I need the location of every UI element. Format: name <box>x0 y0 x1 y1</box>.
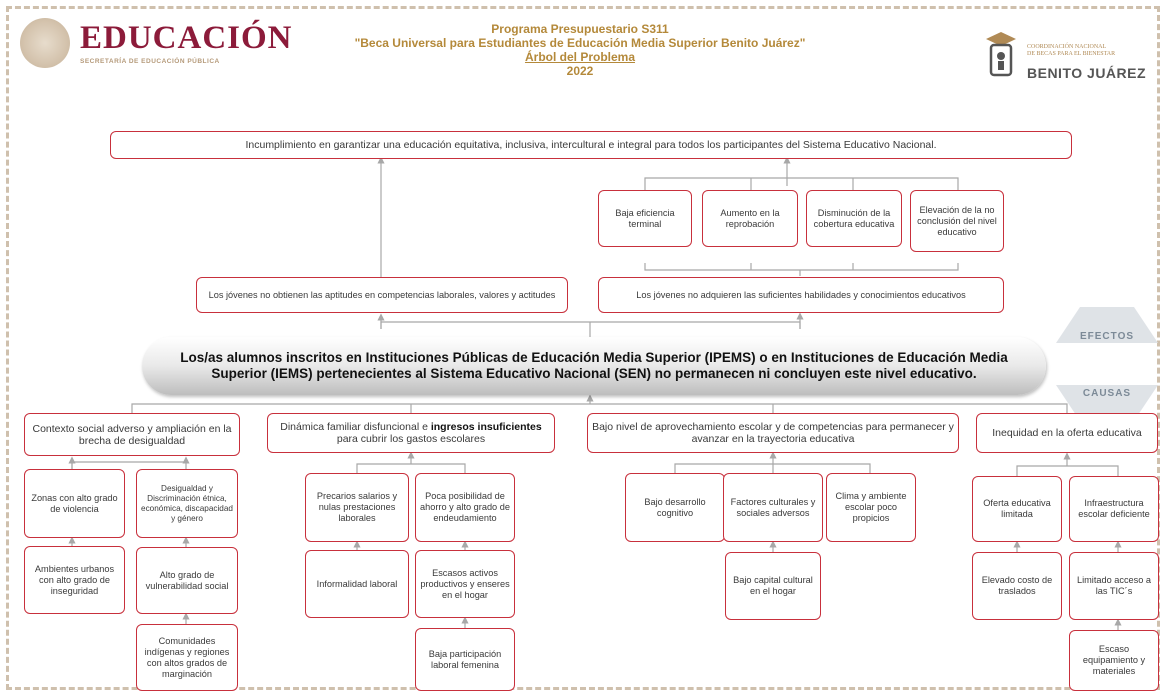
effect-sub-box: Disminución de la cobertura educativa <box>806 190 902 247</box>
brand-subtitle: SECRETARÍA DE EDUCACIÓN PÚBLICA <box>80 58 220 65</box>
cause-box-4: Inequidad en la oferta educativa <box>976 413 1158 453</box>
graduation-cap-icon <box>986 32 1016 77</box>
effect-mid-left-box: Los jóvenes no obtienen las aptitudes en… <box>196 277 568 313</box>
cause-sub-box: Factores culturales y sociales adversos <box>723 473 823 542</box>
cause-sub-box: Bajo desarrollo cognitivo <box>625 473 725 542</box>
causes-label: CAUSAS <box>1082 388 1132 399</box>
cause-sub-box: Elevado costo de traslados <box>972 552 1062 620</box>
brand-word: EDUCACIÓN <box>80 20 293 56</box>
year: 2022 <box>566 64 594 78</box>
cause-sub-box: Desigualdad y Discriminación étnica, eco… <box>136 469 238 538</box>
top-effect-box: Incumplimiento en garantizar una educaci… <box>110 131 1072 159</box>
effect-sub-box: Aumento en la reprobación <box>702 190 798 247</box>
cause-box-2: Dinámica familiar disfuncional e ingreso… <box>267 413 555 453</box>
effect-sub-box: Elevación de la no conclusión del nivel … <box>910 190 1004 252</box>
bj-small-text: COORDINACIÓN NACIONAL DE BECAS PARA EL B… <box>1027 44 1116 57</box>
cause-sub-box: Alto grado de vulnerabilidad social <box>136 547 238 614</box>
cause-sub-box: Zonas con alto grado de violencia <box>24 469 125 538</box>
cause-sub-box: Baja participación laboral femenina <box>415 628 515 691</box>
cause-sub-box: Clima y ambiente escolar poco propicios <box>826 473 916 542</box>
educacion-logo: EDUCACIÓN SECRETARÍA DE EDUCACIÓN PÚBLIC… <box>20 18 292 74</box>
cause-sub-box: Informalidad laboral <box>305 550 409 618</box>
effect-sub-box: Baja eficiencia terminal <box>598 190 692 247</box>
cause-sub-box: Ambientes urbanos con alto grado de inse… <box>24 546 125 614</box>
program-name: "Beca Universal para Estudiantes de Educ… <box>354 36 806 50</box>
central-problem: Los/as alumnos inscritos en Institucione… <box>142 337 1046 395</box>
bj-name: BENITO JUÁREZ <box>1027 65 1147 81</box>
cause-sub-box: Escasos activos productivos y enseres en… <box>415 550 515 618</box>
cause-sub-box: Poca posibilidad de ahorro y alto grado … <box>415 473 515 542</box>
cause-sub-box: Bajo capital cultural en el hogar <box>725 552 821 620</box>
diagram-title: Árbol del Problema <box>524 50 636 64</box>
cause-box-1: Contexto social adverso y ampliación en … <box>24 413 240 456</box>
cause-box-3: Bajo nivel de aprovechamiento escolar y … <box>587 413 959 453</box>
effects-tag <box>1056 307 1158 343</box>
cause-sub-box: Precarios salarios y nulas prestaciones … <box>305 473 409 542</box>
cause-sub-box: Comunidades indígenas y regiones con alt… <box>136 624 238 691</box>
cause-sub-box: Limitado acceso a las TIC´s <box>1069 552 1159 620</box>
cause-sub-box: Escaso equipamiento y materiales <box>1069 630 1159 691</box>
effect-mid-right-box: Los jóvenes no adquieren las suficientes… <box>598 277 1004 313</box>
national-seal-icon <box>20 18 70 68</box>
program-line: Programa Presupuestario S311 <box>491 22 669 36</box>
benito-juarez-logo: COORDINACIÓN NACIONAL DE BECAS PARA EL B… <box>985 30 1155 85</box>
effects-label: EFECTOS <box>1079 331 1135 342</box>
cause-sub-box: Infraestructura escolar deficiente <box>1069 476 1159 542</box>
causes-tag <box>1056 385 1158 421</box>
title-block: Programa Presupuestario S311 "Beca Unive… <box>280 22 880 78</box>
cause-sub-box: Oferta educativa limitada <box>972 476 1062 542</box>
